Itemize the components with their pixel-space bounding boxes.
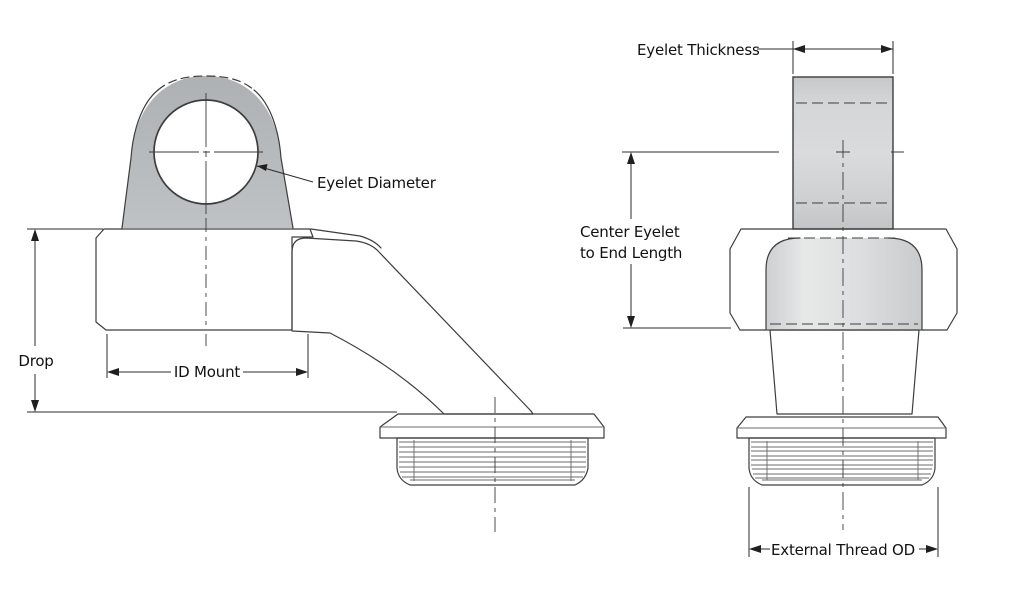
hole-centerlines <box>149 93 263 346</box>
mount-body <box>95 228 314 331</box>
front-view-centerlines <box>836 140 904 530</box>
eyelet-thickness-dimension: Eyelet Thickness <box>637 41 894 74</box>
arm-outline <box>291 237 534 415</box>
mount-body-front <box>729 228 958 331</box>
eyelet-diameter-label: Eyelet Diameter <box>317 174 437 192</box>
eyelet-lug-left-edge <box>121 89 159 229</box>
inner-boss-fill <box>766 238 922 329</box>
eyelet-thickness-label: Eyelet Thickness <box>637 41 760 59</box>
center-eyelet-label-line2: to End Length <box>580 244 682 262</box>
side-view: Drop ID Mount Eyelet Diameter <box>18 75 605 532</box>
inner-boss-hidden-edges <box>770 237 918 325</box>
neck-front <box>769 329 920 415</box>
eyelet-lug-right-edge <box>253 89 294 229</box>
external-thread-od-dimension: External Thread OD <box>748 487 939 559</box>
id-mount-dimension: ID Mount <box>106 334 309 381</box>
thread-stub-side <box>396 437 589 486</box>
center-eyelet-dimension: Center Eyelet to End Length <box>580 151 779 329</box>
thread-lines-front <box>751 441 933 481</box>
drop-dimension: Drop <box>18 228 397 413</box>
center-eyelet-label-line1: Center Eyelet <box>580 223 680 241</box>
eyelet-lug-apex-edge <box>157 75 255 91</box>
thread-lines-side <box>399 440 586 481</box>
external-thread-od-label: External Thread OD <box>771 541 915 559</box>
drop-label: Drop <box>18 352 53 370</box>
eyelet-diameter-leader: Eyelet Diameter <box>256 164 437 192</box>
front-view: Eyelet Thickness Center Eyelet to End Le… <box>580 41 958 559</box>
thread-stub-front <box>748 437 936 486</box>
id-mount-label: ID Mount <box>174 363 240 381</box>
arm-top-edge <box>310 228 382 249</box>
